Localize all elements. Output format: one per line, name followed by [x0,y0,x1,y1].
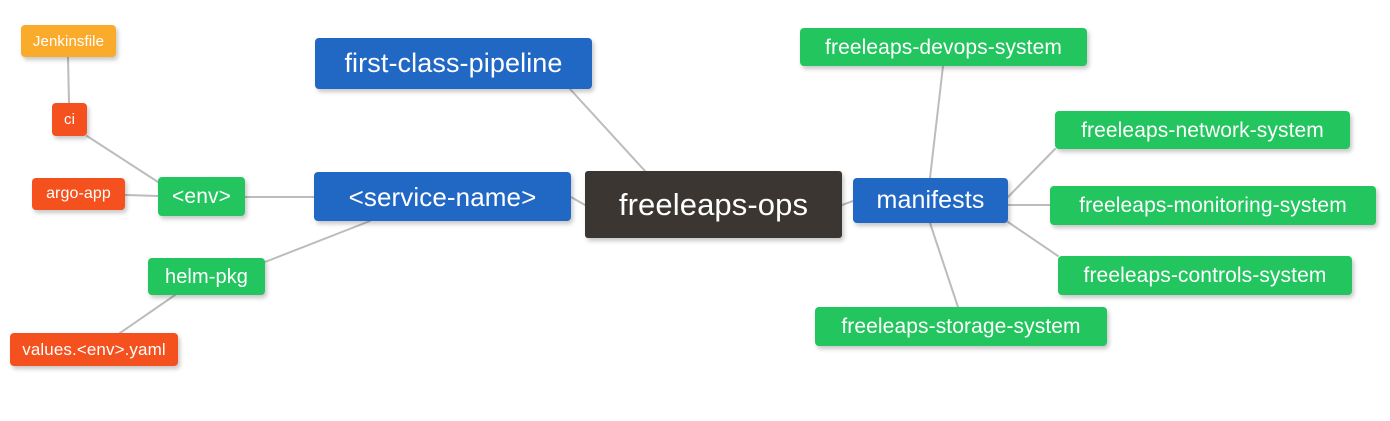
node-manifests[interactable]: manifests [853,178,1008,223]
node-freeleaps-network-system[interactable]: freeleaps-network-system [1055,111,1350,149]
node-env[interactable]: <env> [158,177,245,216]
node-freeleaps-controls-system[interactable]: freeleaps-controls-system [1058,256,1352,295]
edge-manifests-to-freeleaps-network-system [1007,148,1056,198]
edge-freeleaps-ops-to-manifests [841,200,854,206]
edge-manifests-to-freeleaps-devops-system [929,65,944,179]
node-jenkinsfile[interactable]: Jenkinsfile [21,25,116,57]
edge-manifests-to-freeleaps-controls-system [1007,221,1059,257]
edge-freeleaps-ops-to-service-name [570,196,586,206]
edge-env-to-ci [86,135,159,183]
node-helm-pkg[interactable]: helm-pkg [148,258,265,295]
node-values-env-yaml[interactable]: values.<env>.yaml [10,333,178,366]
node-ci[interactable]: ci [52,103,87,136]
edge-service-name-to-helm-pkg [264,220,371,263]
edge-helm-pkg-to-values-env-yaml [119,294,176,334]
node-argo-app[interactable]: argo-app [32,178,125,210]
node-freeleaps-monitoring-system[interactable]: freeleaps-monitoring-system [1050,186,1376,225]
edge-ci-to-jenkinsfile [67,56,70,104]
edge-freeleaps-ops-to-first-class-pipeline [569,88,646,172]
edge-manifests-to-freeleaps-storage-system [929,222,959,308]
edge-env-to-argo-app [124,194,159,197]
node-freeleaps-devops-system[interactable]: freeleaps-devops-system [800,28,1087,66]
node-freeleaps-ops[interactable]: freeleaps-ops [585,171,842,238]
node-freeleaps-storage-system[interactable]: freeleaps-storage-system [815,307,1107,346]
node-first-class-pipeline[interactable]: first-class-pipeline [315,38,592,89]
node-service-name[interactable]: <service-name> [314,172,571,221]
